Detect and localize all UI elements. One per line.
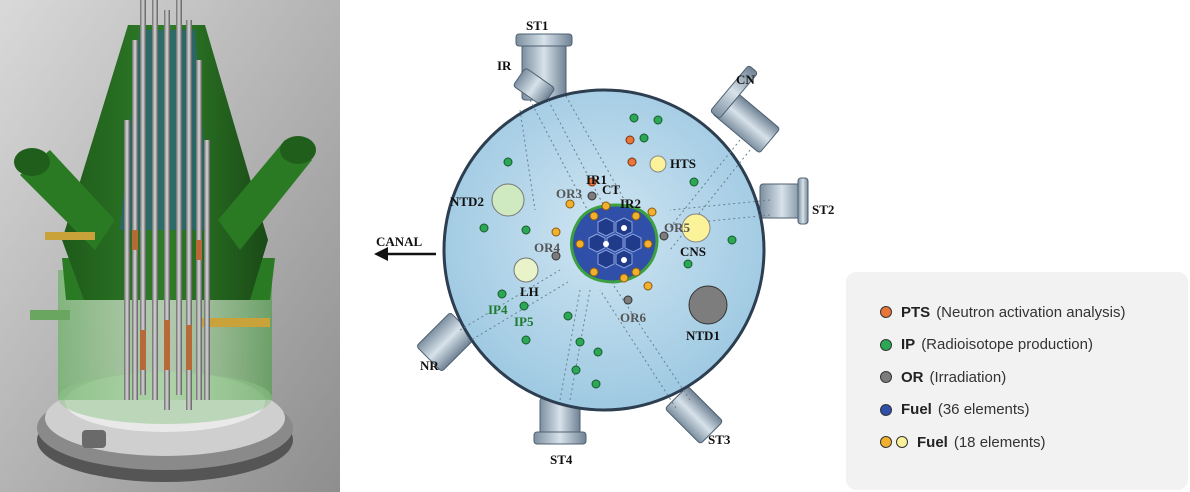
facility-label-ir1: IR1 <box>586 172 607 187</box>
legend-name: IP <box>901 336 916 354</box>
canal-arrow <box>374 247 436 261</box>
legend-desc: (18 elements) <box>953 433 1046 451</box>
facility-label-ip5: IP5 <box>514 314 534 329</box>
legend-item-fuel-18: Fuel (18 elements) <box>880 426 1188 459</box>
port-label-st2: ST2 <box>812 202 834 217</box>
port-label-st1: ST1 <box>526 18 548 33</box>
lh-circle <box>513 257 539 283</box>
ip-dot-icon <box>880 338 892 351</box>
legend-item-fuel-36: Fuel (36 elements) <box>880 394 1188 427</box>
reactor-pool-diagram: CANAL ST1 IR CN ST2 ST3 ST4 NR HTS NTD2 … <box>374 18 834 467</box>
facility-label-or6: OR6 <box>620 310 647 325</box>
legend-desc: (Neutron activation analysis) <box>936 303 1126 321</box>
legend-desc: (Radioisotope production) <box>921 336 1093 354</box>
or-positions <box>551 191 669 305</box>
legend-panel: PTS (Neutron activation analysis) IP (Ra… <box>846 272 1188 490</box>
facility-label-ct: CT <box>602 182 620 197</box>
cns-circle <box>681 213 711 243</box>
facility-label-cns: CNS <box>680 244 706 259</box>
pts-dot-icon <box>880 306 892 319</box>
facility-label-or3: OR3 <box>556 186 583 201</box>
legend-item-or: OR (Irradiation) <box>880 361 1188 394</box>
legend-item-pts: PTS (Neutron activation analysis) <box>880 296 1188 329</box>
beam-port-pipes <box>417 33 809 445</box>
ip-positions <box>479 113 737 389</box>
legend-name: Fuel <box>917 433 948 451</box>
port-label-st3: ST3 <box>708 432 731 447</box>
port-label-cn: CN <box>736 72 755 87</box>
fuel-18-light-dot-icon <box>896 436 908 449</box>
fuel-18-positions <box>551 199 657 291</box>
reactor-3d-render <box>0 0 340 492</box>
or-dot-icon <box>880 371 892 384</box>
legend-name: Fuel <box>901 401 932 419</box>
facility-label-ntd1: NTD1 <box>686 328 720 343</box>
legend-desc: (Irradiation) <box>929 368 1007 386</box>
facility-label-ir2: IR2 <box>620 196 641 211</box>
legend-name: OR <box>901 368 924 386</box>
hts-circle <box>649 155 667 173</box>
fuel-18-dot-icon <box>880 436 892 449</box>
facility-label-lh: LH <box>520 284 539 299</box>
ntd1-circle <box>688 285 728 325</box>
legend-desc: (36 elements) <box>937 401 1030 419</box>
pts-positions <box>587 135 637 187</box>
fuel-36-dot-icon <box>880 403 892 416</box>
reactor-core <box>570 201 659 284</box>
ntd2-circle <box>491 183 525 217</box>
legend-item-ip: IP (Radioisotope production) <box>880 329 1188 362</box>
port-label-ir: IR <box>497 58 512 73</box>
facility-label-ntd2: NTD2 <box>450 194 484 209</box>
facility-label-hts: HTS <box>670 156 696 171</box>
legend-name: PTS <box>901 303 931 321</box>
port-label-st4: ST4 <box>550 452 573 467</box>
facility-label-or5: OR5 <box>664 220 691 235</box>
facility-label-ip4: IP4 <box>488 302 508 317</box>
facility-label-or4: OR4 <box>534 240 561 255</box>
canal-label: CANAL <box>376 234 423 249</box>
port-label-nr: NR <box>420 358 439 373</box>
